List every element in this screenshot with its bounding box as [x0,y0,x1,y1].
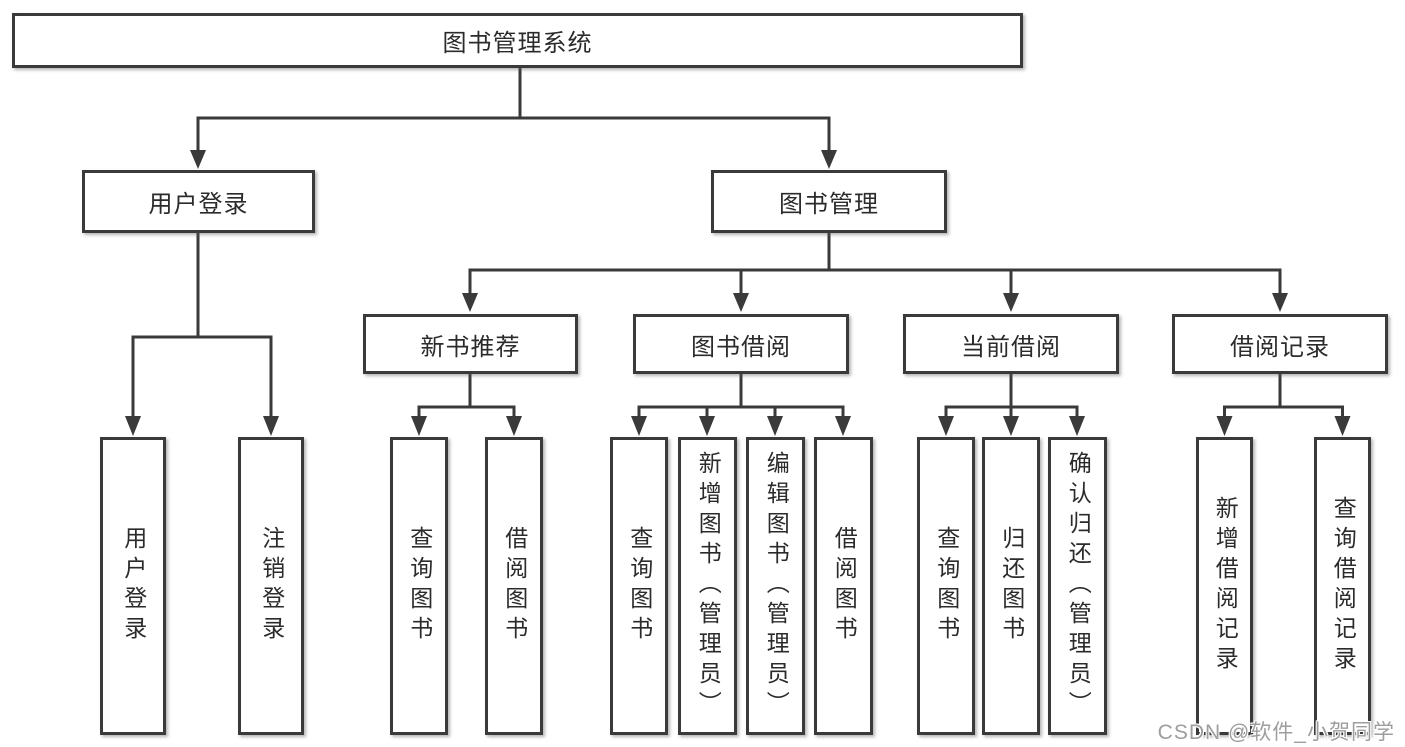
leaf-cb-query-books: 查询图书 [917,437,975,735]
arrowhead-icon [1069,416,1085,436]
connector-current-children [938,374,1085,436]
node-label: 编辑图书（管理员） [763,451,790,721]
arrowhead-icon [631,416,647,436]
arrowhead-icon [1272,293,1288,312]
node-borrowing-records: 借阅记录 [1172,314,1388,374]
arrowhead-icon [506,416,522,436]
node-new-book-recommend: 新书推荐 [363,314,578,374]
leaf-user-login: 用户登录 [100,437,166,735]
connector-new-book-children [411,374,522,436]
leaf-cb-confirm-return-admin: 确认归还（管理员） [1048,437,1107,735]
watermark: CSDN @软件_小贺同学 [1157,721,1395,744]
arrowhead-icon [1003,416,1019,436]
arrowhead-icon [1334,416,1351,436]
arrowhead-icon [411,416,427,436]
connector-user-login-children [125,233,279,436]
node-label: 查询借阅记录 [1330,496,1357,676]
node-label: 新增借阅记录 [1212,496,1239,676]
connector-book-management-children [462,233,1288,312]
leaf-cb-return-books: 归还图书 [982,437,1040,735]
node-book-borrowing: 图书借阅 [633,314,849,374]
node-label: 借阅图书 [831,526,858,646]
leaf-logout: 注销登录 [238,437,304,735]
node-label: 注销登录 [258,526,285,646]
arrowhead-icon [821,150,837,169]
connector-records-children [1216,374,1351,436]
arrowhead-icon [835,416,851,436]
leaf-br-query-record: 查询借阅记录 [1314,437,1371,735]
node-user-login: 用户登录 [82,170,315,233]
node-label: 新增图书（管理员） [695,451,722,721]
leaf-bb-borrow-books: 借阅图书 [814,437,873,735]
arrowhead-icon [767,416,783,436]
node-label: 查询图书 [933,526,960,646]
leaf-bb-add-books-admin: 新增图书（管理员） [678,437,737,735]
arrowhead-icon [699,416,715,436]
node-label: 用户登录 [120,526,147,646]
node-label: 新书推荐 [420,333,521,361]
node-label: 查询图书 [406,526,433,646]
node-label: 确认归还（管理员） [1065,451,1092,721]
connector-borrowing-children [631,374,851,436]
leaf-nbr-borrow-books: 借阅图书 [485,437,543,735]
leaf-bb-edit-books-admin: 编辑图书（管理员） [746,437,805,735]
arrowhead-icon [125,416,141,436]
arrowhead-icon [1003,293,1019,312]
node-label: 用户登录 [148,191,249,218]
node-label: 当前借阅 [961,333,1061,361]
arrowhead-icon [263,416,279,436]
arrowhead-icon [1216,416,1233,436]
connector-root-to-level2 [190,68,837,169]
node-label: 图书管理系统 [442,30,593,57]
arrowhead-icon [938,416,954,436]
node-current-borrowing: 当前借阅 [903,314,1119,374]
node-label: 查询图书 [626,526,653,646]
node-label: 借阅图书 [501,526,528,646]
leaf-nbr-query-books: 查询图书 [390,437,448,735]
node-label: 图书管理 [779,191,879,218]
node-book-management: 图书管理 [711,170,947,233]
arrowhead-icon [462,293,478,312]
leaf-bb-query-books: 查询图书 [610,437,668,735]
node-label: 归还图书 [998,526,1025,646]
node-root: 图书管理系统 [12,13,1023,68]
arrowhead-icon [733,293,749,312]
arrowhead-icon [190,150,206,169]
node-label: 图书借阅 [691,333,791,361]
leaf-br-add-record: 新增借阅记录 [1196,437,1253,735]
node-label: 借阅记录 [1230,333,1330,361]
